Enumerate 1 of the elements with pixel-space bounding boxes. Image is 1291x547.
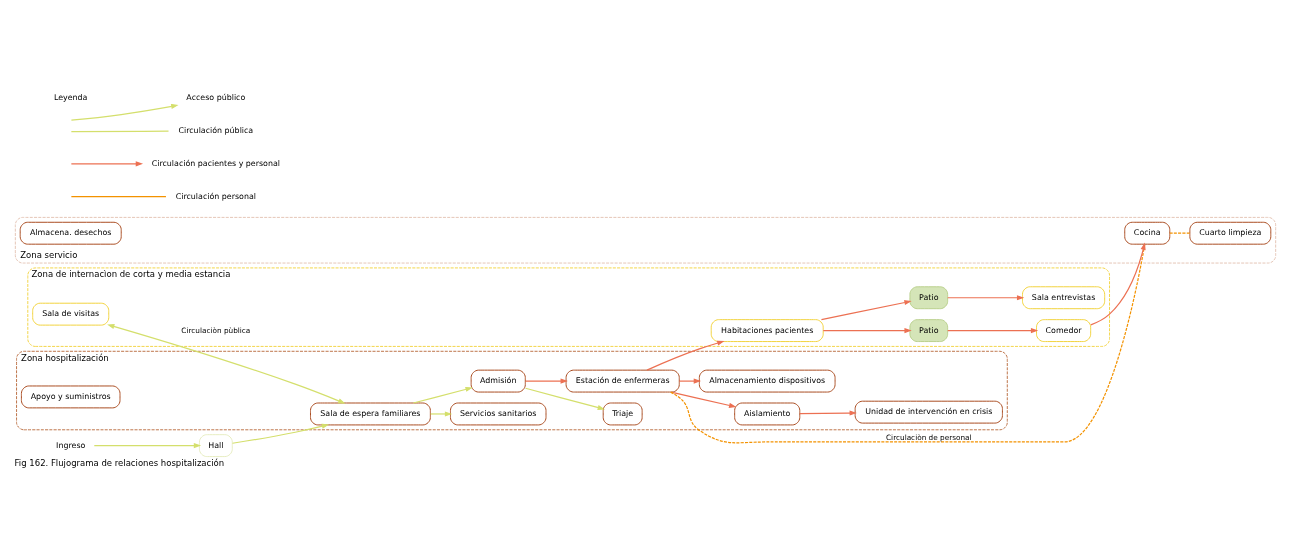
caption: Fig 162. Flujograma de relaciones hospitalización bbox=[14, 457, 225, 468]
